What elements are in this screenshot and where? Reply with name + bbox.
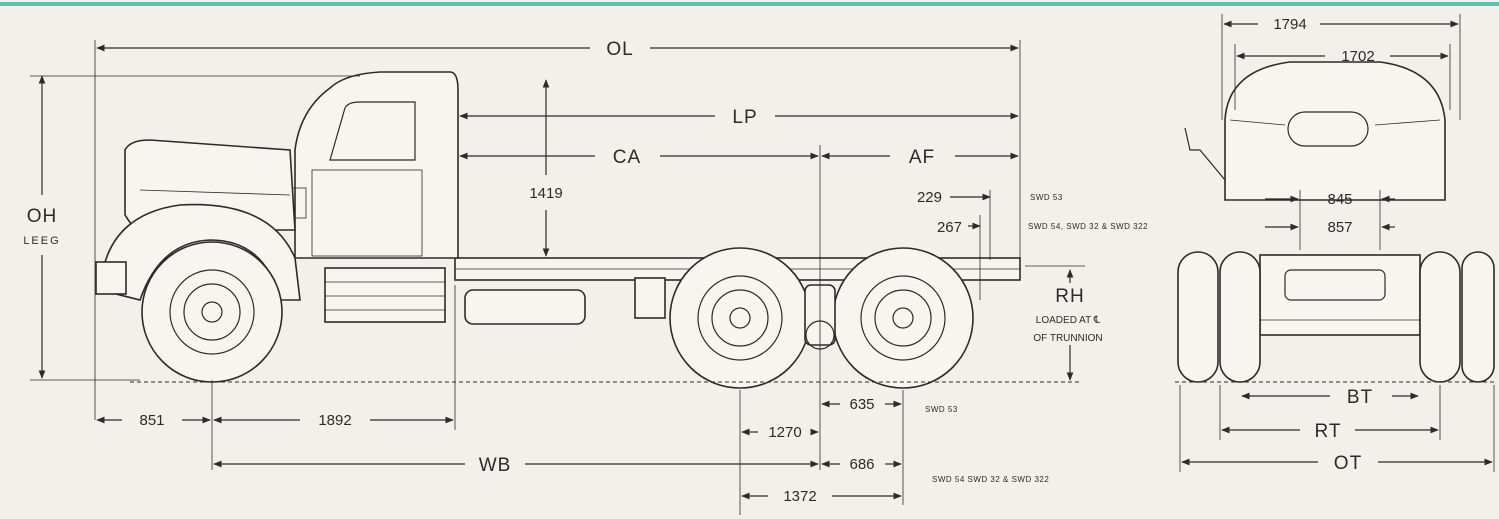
note-686: SWD 54 SWD 32 & SWD 322 — [932, 475, 1049, 484]
note-267: SWD 54, SWD 32 & SWD 322 — [1028, 222, 1148, 231]
dim-1270: 1270 — [768, 424, 801, 441]
label-bt: BT — [1347, 387, 1373, 408]
dim-1794: 1794 — [1273, 16, 1306, 33]
label-lp: LP — [732, 107, 757, 128]
rear-tire-left-inner — [1219, 251, 1261, 383]
dim-851: 851 — [139, 412, 164, 429]
front-fender — [99, 203, 301, 301]
rear-wheel-front — [669, 247, 811, 389]
label-af: AF — [909, 147, 935, 168]
cab-window — [329, 101, 416, 161]
note-229: SWD 53 — [1030, 193, 1063, 202]
dim-686: 686 — [849, 456, 874, 473]
rear-axle-housing — [1259, 254, 1421, 336]
label-rt: RT — [1315, 421, 1342, 442]
dim-1892: 1892 — [318, 412, 351, 429]
dim-229: 229 — [917, 189, 942, 206]
cab-outline — [294, 71, 459, 259]
dim-635: 635 — [849, 396, 874, 413]
side-mirror — [1184, 127, 1226, 181]
front-bumper — [95, 261, 127, 295]
label-leeg: LEEG — [23, 235, 60, 247]
truck-rear-view — [1175, 61, 1495, 383]
rh-note-line1: LOADED AT ℄ — [1036, 315, 1101, 326]
rear-wheel-back — [832, 247, 974, 389]
rear-tire-right-inner — [1419, 251, 1461, 383]
rear-tire-right-outer — [1461, 251, 1495, 383]
dim-1702: 1702 — [1341, 48, 1374, 65]
dim-1372: 1372 — [783, 488, 816, 505]
label-ol: OL — [606, 39, 633, 60]
rear-window — [1287, 111, 1369, 147]
rear-tire-left-outer — [1177, 251, 1219, 383]
cab-door — [311, 169, 423, 257]
label-ot: OT — [1334, 453, 1362, 474]
dim-1419: 1419 — [529, 185, 562, 202]
label-rh: RH — [1055, 286, 1084, 307]
dim-857: 857 — [1327, 219, 1352, 236]
label-ca: CA — [613, 147, 641, 168]
rear-cab-outline — [1224, 61, 1446, 201]
side-dimensions: OL LP CA AF 1419 229 SWD 53 267 SWD 54, … — [23, 39, 1148, 515]
label-oh: OH — [27, 206, 58, 227]
rh-note-line2: OF TRUNNION — [1033, 333, 1102, 344]
truck-side-view — [95, 71, 1080, 389]
label-wb: WB — [479, 455, 512, 476]
note-635: SWD 53 — [925, 405, 958, 414]
step-box — [324, 267, 446, 323]
front-wheel — [141, 241, 283, 383]
rear-dimensions: 1794 1702 845 857 BT RT OT — [1179, 14, 1495, 474]
dim-845: 845 — [1327, 191, 1352, 208]
dim-267: 267 — [937, 219, 962, 236]
air-tank — [464, 289, 586, 325]
